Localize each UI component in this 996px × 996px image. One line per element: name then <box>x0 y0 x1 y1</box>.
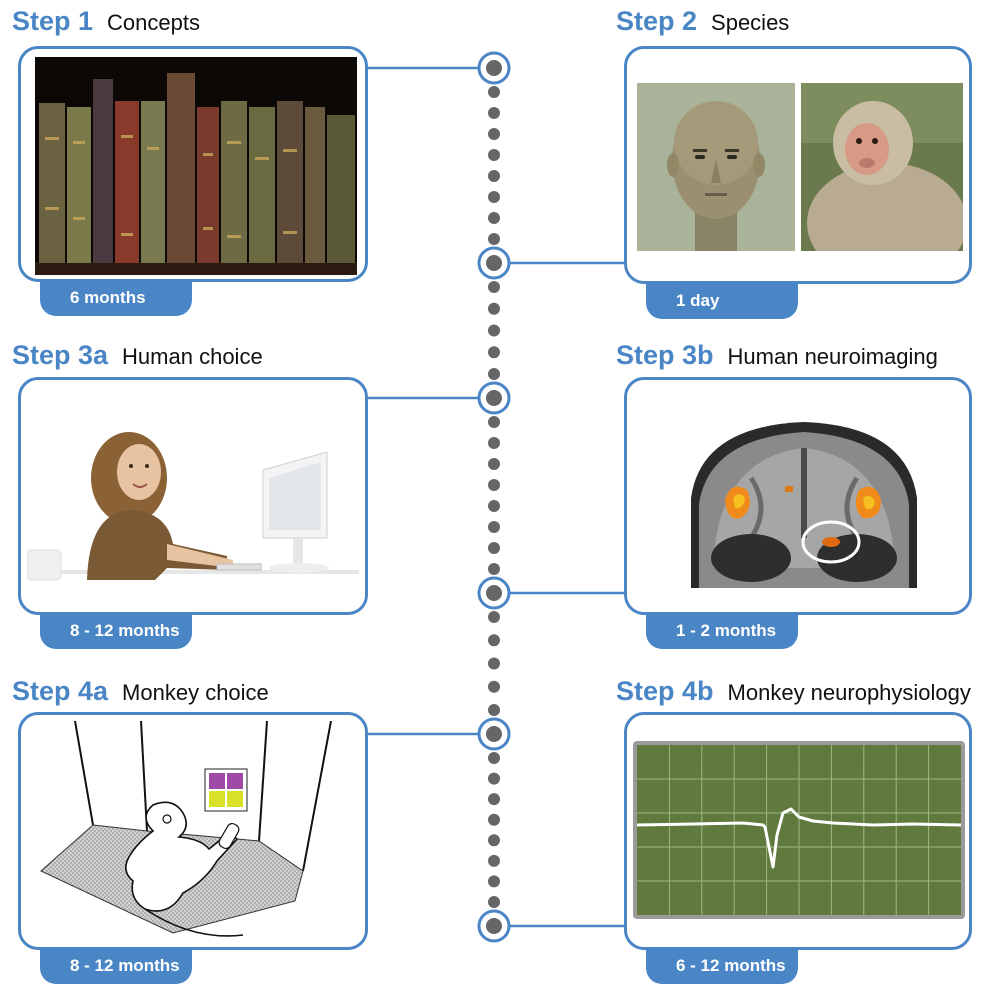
oscilloscope-trace-image <box>633 741 965 919</box>
timeline-dot <box>488 752 500 764</box>
step-3a-duration: 8 - 12 months <box>40 613 192 649</box>
step-2-heading: Step 2 Species <box>616 6 789 37</box>
timeline-dot <box>488 875 500 888</box>
timeline-node-step-1 <box>477 51 511 85</box>
step-4a-duration: 8 - 12 months <box>40 948 192 984</box>
step-3a-title: Human choice <box>122 344 263 369</box>
step-1-title: Concepts <box>107 10 200 35</box>
timeline-dot <box>488 542 500 554</box>
timeline-dot <box>488 772 500 785</box>
timeline-dot <box>488 563 500 575</box>
monkey-image <box>801 83 963 251</box>
timeline-dot <box>488 302 500 315</box>
step-2-duration: 1 day <box>646 283 798 319</box>
timeline-node-step-4a <box>477 717 511 751</box>
timeline-dot <box>488 704 500 716</box>
step-3b-panel <box>624 377 972 615</box>
timeline-dot <box>488 479 500 491</box>
timeline-node-step-2 <box>477 246 511 280</box>
human-at-computer-image <box>27 420 359 590</box>
brain-scan-image <box>691 418 917 588</box>
step-4b-heading: Step 4b Monkey neurophysiology <box>616 676 971 707</box>
step-3b-title: Human neuroimaging <box>727 344 938 369</box>
human-head-image <box>637 83 795 251</box>
timeline-dot <box>488 324 500 337</box>
timeline-dot <box>488 368 500 380</box>
timeline-node-step-3b <box>477 576 511 610</box>
timeline-dot <box>488 500 500 512</box>
timeline-dot <box>488 611 500 623</box>
timeline-dot <box>488 521 500 533</box>
timeline-dot <box>488 657 500 670</box>
step-1-heading: Step 1 Concepts <box>12 6 200 37</box>
timeline-dot <box>488 212 500 224</box>
step-3b-label: Step 3b <box>616 340 714 370</box>
step-4a-heading: Step 4a Monkey choice <box>12 676 269 707</box>
timeline-dot <box>488 416 500 428</box>
step-4b-title: Monkey neurophysiology <box>727 680 971 705</box>
step-1-label: Step 1 <box>12 6 94 36</box>
step-3a-panel <box>18 377 368 615</box>
timeline-node-step-3a <box>477 381 511 415</box>
step-3a-label: Step 3a <box>12 340 109 370</box>
step-1-panel <box>18 46 368 282</box>
step-3b-duration: 1 - 2 months <box>646 613 798 649</box>
timeline-dot <box>488 170 500 182</box>
timeline-dot <box>488 813 500 826</box>
step-4b-duration: 6 - 12 months <box>646 948 798 984</box>
timeline-dot <box>488 634 500 647</box>
timeline-dot <box>488 128 500 140</box>
step-1-duration: 6 months <box>40 280 192 316</box>
step-2-label: Step 2 <box>616 6 698 36</box>
step-4b-label: Step 4b <box>616 676 714 706</box>
timeline-dot <box>488 854 500 867</box>
timeline-dot <box>488 86 500 98</box>
step-3b-heading: Step 3b Human neuroimaging <box>616 340 938 371</box>
bookshelf-image <box>35 57 357 275</box>
timeline-dot <box>488 149 500 161</box>
timeline-dot <box>488 680 500 693</box>
step-2-title: Species <box>711 10 790 35</box>
timeline-node-step-4b <box>477 909 511 943</box>
step-4a-panel <box>18 712 368 950</box>
timeline-dot <box>488 834 500 847</box>
timeline-dot <box>488 346 500 359</box>
timeline-dot <box>488 107 500 119</box>
monkey-choice-drawing <box>33 721 359 943</box>
timeline-dot <box>488 191 500 203</box>
step-4b-panel <box>624 712 972 950</box>
timeline-dot <box>488 437 500 449</box>
step-4a-label: Step 4a <box>12 676 109 706</box>
step-2-panel <box>624 46 972 284</box>
timeline-dot <box>488 458 500 470</box>
timeline-dot <box>488 281 500 293</box>
timeline-dot <box>488 793 500 806</box>
timeline-dot <box>488 896 500 908</box>
timeline-dots <box>488 86 500 908</box>
timeline-dot <box>488 233 500 245</box>
step-4a-title: Monkey choice <box>122 680 269 705</box>
step-3a-heading: Step 3a Human choice <box>12 340 263 371</box>
